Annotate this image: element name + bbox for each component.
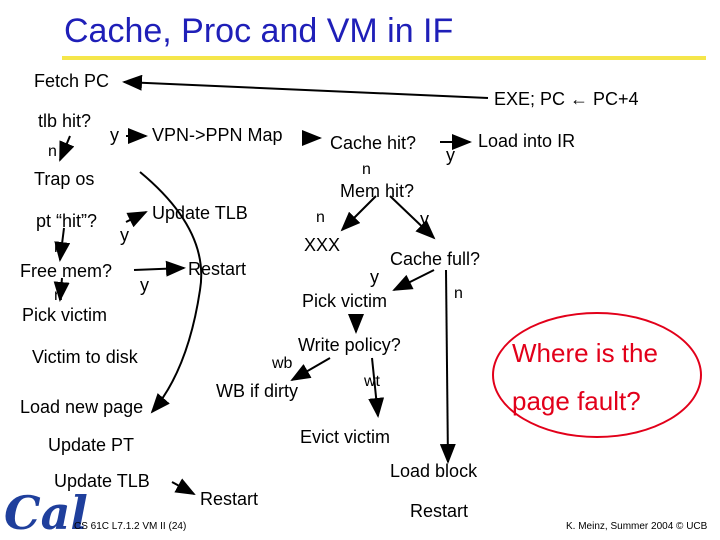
- victim-to-disk-label: Victim to disk: [32, 347, 138, 367]
- page-title: Cache, Proc and VM in IF: [64, 12, 454, 50]
- pick-victim-label-2: Pick victim: [302, 291, 387, 311]
- mem-no-label: n: [316, 209, 325, 226]
- cal-logo: Cal: [4, 486, 88, 540]
- arrow-mem-to-cache-full: [389, 195, 436, 240]
- arrow-write-to-wb: [290, 357, 331, 382]
- pick-victim-label-1: Pick victim: [22, 305, 107, 325]
- mem-hit-label: Mem hit?: [340, 181, 415, 201]
- pt-yes-label: y: [120, 225, 129, 245]
- arrow-free-mem-to-pick: [53, 277, 70, 302]
- load-new-page-label: Load new page: [20, 397, 144, 417]
- restart-label-3: Restart: [410, 501, 469, 521]
- cache-full-no-label: n: [454, 285, 463, 302]
- arrow-pt-to-update-tlb: [125, 211, 148, 228]
- callout-line-1: Where is the: [512, 338, 658, 368]
- wb-label: wb: [272, 355, 293, 372]
- xxx-label: XXX: [304, 235, 341, 255]
- update-pt-label: Update PT: [48, 435, 135, 455]
- wt-label: wt: [364, 373, 380, 390]
- tlb-yes-label: y: [110, 125, 119, 145]
- mem-yes-label: y: [420, 209, 429, 229]
- footer-right: K. Meinz, Summer 2004 © UCB: [566, 521, 708, 532]
- tlb-no-label: n: [48, 143, 57, 160]
- cache-yes-label: y: [446, 145, 455, 165]
- tlb-hit-label: tlb hit?: [38, 111, 92, 131]
- arrow-mem-to-xxx: [340, 195, 377, 232]
- pt-hit-label: pt “hit”?: [36, 211, 98, 231]
- arrow-update-tlb-to-restart: [171, 478, 196, 495]
- arrow-pt-to-free-mem: [54, 227, 71, 262]
- update-tlb-label: Update TLB: [152, 203, 248, 223]
- title-underline: [62, 56, 706, 60]
- arrow-load-page-to-restart: [139, 171, 203, 414]
- page-fault-callout: [492, 312, 702, 438]
- update-tlb-label-2: Update TLB: [54, 471, 150, 491]
- callout-line-2: page fault?: [512, 386, 641, 416]
- fetch-pc-label: Fetch PC: [34, 71, 110, 91]
- pt-no-label: n: [54, 239, 63, 256]
- evict-victim-label: Evict victim: [300, 427, 390, 447]
- restart-label-2: Restart: [200, 489, 259, 509]
- cache-full-label: Cache full?: [390, 249, 481, 269]
- free-mem-no-label: n: [54, 287, 63, 304]
- cache-no-label: n: [362, 161, 371, 178]
- load-block-label: Load block: [390, 461, 478, 481]
- footer-left: CS 61C L7.1.2 VM II (24): [74, 521, 187, 532]
- arrow-free-mem-to-restart: [133, 260, 186, 277]
- arrow-cache-full-to-evict: [439, 269, 456, 464]
- load-ir-label: Load into IR: [478, 131, 576, 151]
- wb-if-dirty-label: WB if dirty: [216, 381, 299, 401]
- restart-label-1: Restart: [188, 259, 247, 279]
- exe-pc-label: EXE; PC ← PC+4: [494, 89, 639, 109]
- write-policy-label: Write policy?: [298, 335, 401, 355]
- arrow-tlb-to-trap: [59, 135, 75, 162]
- vpn-ppn-label: VPN->PPN Map: [152, 125, 283, 145]
- arrow-cache-full-to-pick: [392, 269, 435, 291]
- arrow-write-to-wt: [368, 357, 385, 418]
- cache-full-yes-label: y: [370, 267, 379, 287]
- free-mem-yes-label: y: [140, 275, 149, 295]
- trap-os-label: Trap os: [34, 169, 95, 189]
- arrow-exe-to-fetch: [122, 74, 489, 99]
- cache-hit-label: Cache hit?: [330, 133, 417, 153]
- free-mem-label: Free mem?: [20, 261, 113, 281]
